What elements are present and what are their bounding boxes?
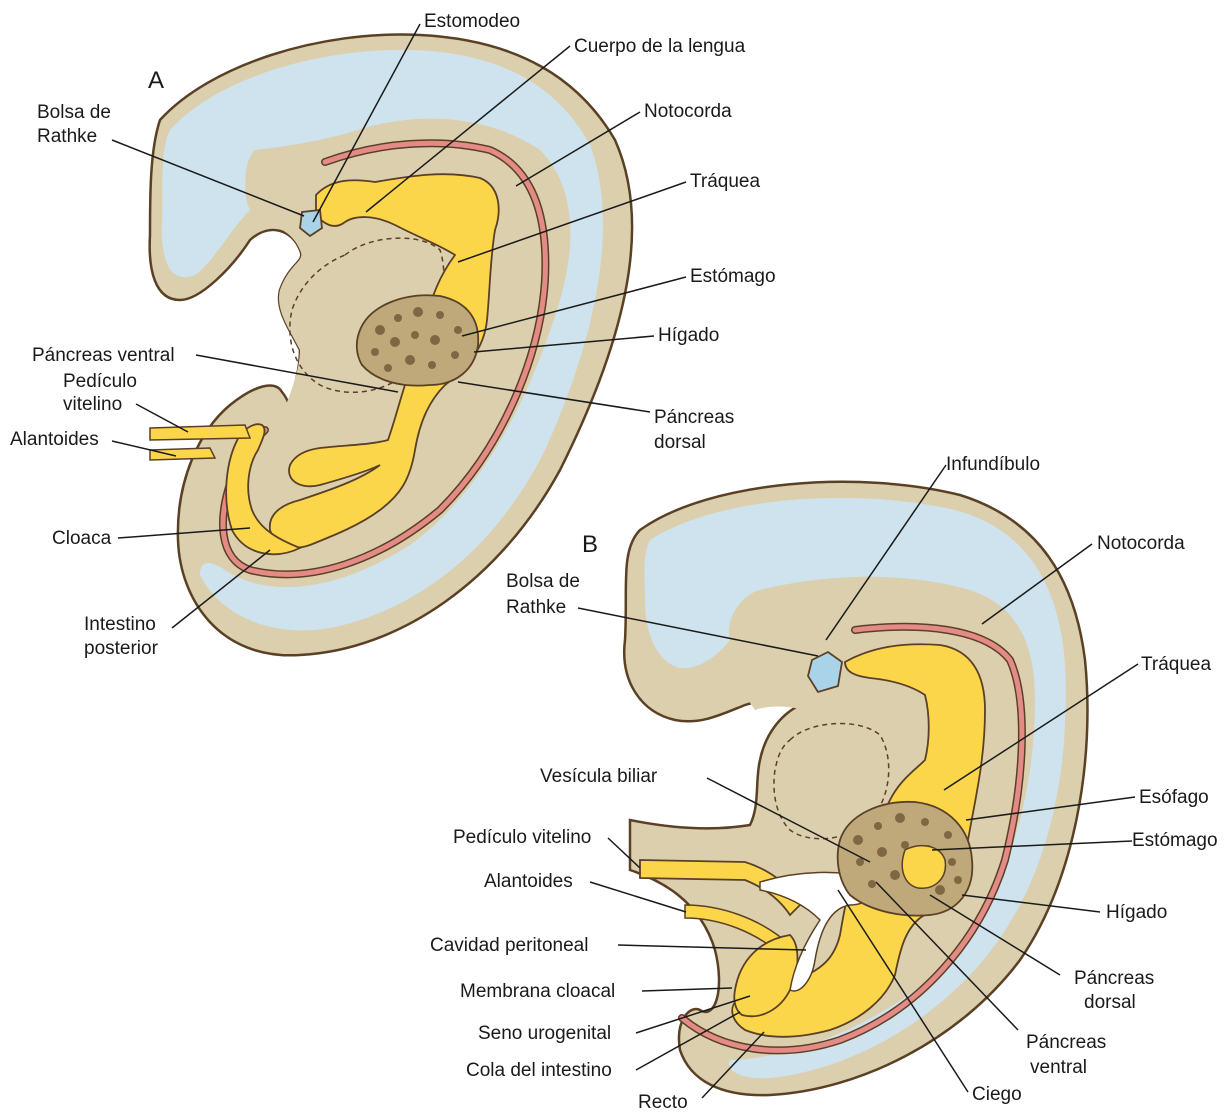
embryo-b: B: [582, 482, 1087, 1095]
label-a-bolsa-rathke-2: Rathke: [37, 126, 97, 147]
label-a-pediculo-1: Pedículo: [63, 371, 137, 392]
label-b-cavidad-peritoneal: Cavidad peritoneal: [430, 935, 588, 956]
label-b-pediculo-vitelino: Pedículo vitelino: [453, 827, 591, 848]
panel-b-letter: B: [582, 531, 598, 558]
label-b-ciego: Ciego: [972, 1084, 1022, 1105]
label-a-pancreas-dorsal-1: Páncreas: [654, 407, 734, 428]
leader-a-alantoides: [112, 441, 176, 456]
label-b-estomago: Estómago: [1132, 830, 1218, 851]
label-b-pancreas-dorsal-1: Páncreas: [1074, 968, 1154, 989]
label-a-pancreas-ventral: Páncreas ventral: [32, 345, 175, 366]
label-b-pancreas-ventral-2: ventral: [1030, 1057, 1087, 1078]
embryo-a-allantois: [150, 448, 215, 460]
panel-a-letter: A: [148, 67, 164, 94]
label-b-recto: Recto: [638, 1092, 688, 1113]
label-b-infundibulo: Infundíbulo: [946, 454, 1040, 475]
label-a-traquea: Tráquea: [690, 171, 760, 192]
label-b-pancreas-dorsal-2: dorsal: [1084, 992, 1136, 1013]
label-b-alantoides: Alantoides: [484, 871, 573, 892]
label-b-bolsa-rathke-1: Bolsa de: [506, 571, 580, 592]
embryo-b-stomach: [902, 846, 945, 889]
label-b-bolsa-rathke-2: Rathke: [506, 597, 566, 618]
label-b-membrana-cloacal: Membrana cloacal: [460, 981, 615, 1002]
label-a-estomago: Estómago: [690, 266, 776, 287]
label-a-estomodeo: Estomodeo: [424, 11, 520, 32]
label-a-higado: Hígado: [658, 325, 719, 346]
label-b-traquea: Tráquea: [1141, 654, 1211, 675]
label-b-seno-urogenital: Seno urogenital: [478, 1023, 611, 1044]
label-a-pediculo-2: vitelino: [63, 394, 122, 415]
label-b-vesicula-biliar: Vesícula biliar: [540, 766, 658, 787]
label-b-notocorda: Notocorda: [1097, 533, 1185, 554]
label-b-pancreas-ventral-1: Páncreas: [1026, 1032, 1106, 1053]
label-a-notocorda: Notocorda: [644, 101, 732, 122]
label-a-intestino-posterior-2: posterior: [84, 638, 159, 659]
label-a-intestino-posterior-1: Intestino: [84, 614, 156, 635]
label-a-cloaca: Cloaca: [52, 528, 112, 549]
label-b-higado: Hígado: [1106, 902, 1167, 923]
embryo-a-yolk-stalk: [150, 425, 250, 440]
label-a-pancreas-dorsal-2: dorsal: [654, 432, 706, 453]
label-b-cola-intestino: Cola del intestino: [466, 1060, 612, 1081]
label-b-esofago: Esófago: [1139, 787, 1209, 808]
label-a-cuerpo-lengua: Cuerpo de la lengua: [574, 36, 746, 57]
label-a-bolsa-rathke-1: Bolsa de: [37, 102, 111, 123]
label-a-alantoides: Alantoides: [10, 429, 99, 450]
